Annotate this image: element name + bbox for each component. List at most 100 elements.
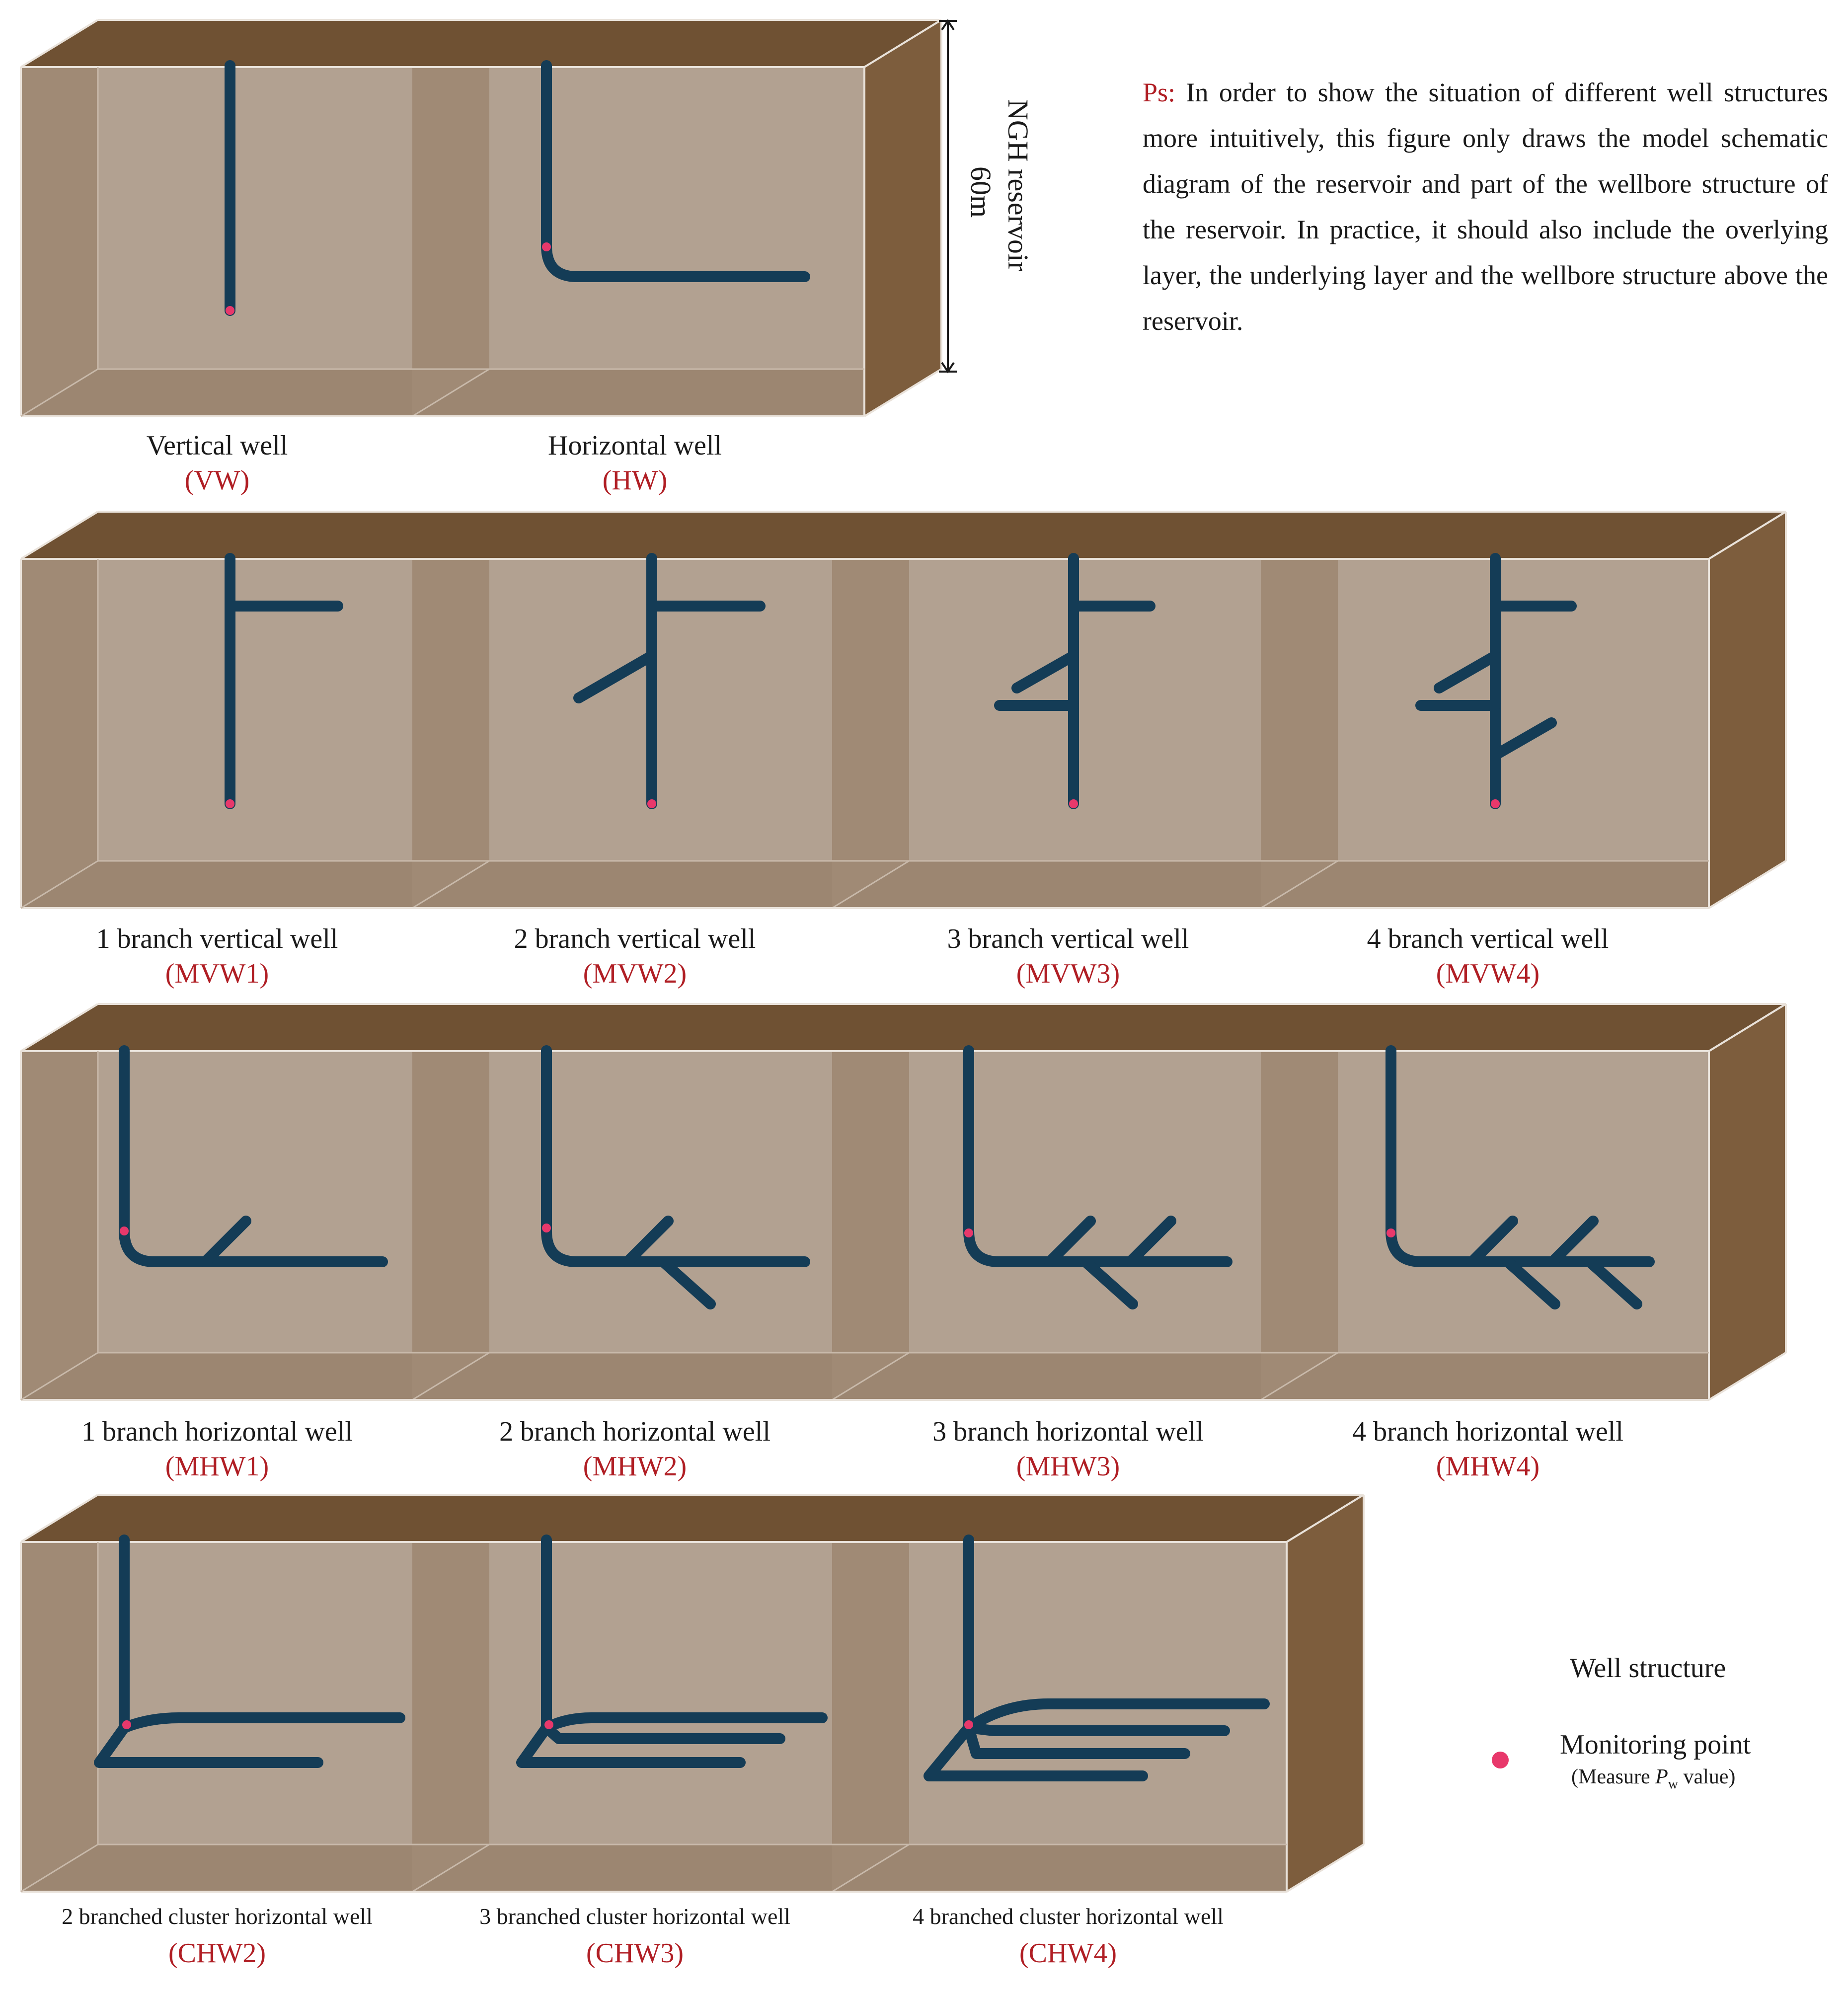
legend-monitoring-point-swatch bbox=[1492, 1752, 1509, 1768]
monitor-point-vw bbox=[226, 306, 234, 315]
reservoir-edge bbox=[20, 511, 99, 560]
reservoir-edge bbox=[863, 19, 942, 68]
reservoir-side-face bbox=[1709, 512, 1786, 908]
well-code: (CHW3) bbox=[586, 1938, 684, 1969]
well-name: 1 branch horizontal well bbox=[81, 1416, 353, 1447]
dimension-label-reservoir: NGH reservoir bbox=[1002, 99, 1034, 271]
explanatory-note: Ps: In order to show the situation of di… bbox=[1143, 70, 1828, 344]
well-mvw1 bbox=[225, 553, 343, 809]
reservoir-partition-edge bbox=[832, 1843, 910, 1893]
well-code: (MVW4) bbox=[1436, 958, 1540, 989]
reservoir-top-face bbox=[21, 20, 941, 67]
well-name: 2 branch vertical well bbox=[514, 923, 756, 954]
reservoir-edge bbox=[1708, 511, 1787, 560]
legend: Well structure Monitoring point (Measure… bbox=[1455, 1653, 1751, 1792]
well-code: (MVW3) bbox=[1016, 958, 1120, 989]
well-code: (MHW2) bbox=[583, 1451, 687, 1482]
well-name: 3 branch vertical well bbox=[947, 923, 1189, 954]
well-code: (MHW4) bbox=[1436, 1451, 1540, 1482]
well-name: Horizontal well bbox=[548, 430, 722, 461]
monitor-point-mvw3 bbox=[1069, 799, 1078, 808]
monitor-point-chw3 bbox=[544, 1720, 553, 1729]
reservoir-inner-left-wall bbox=[21, 1542, 98, 1892]
reservoir-edge bbox=[1708, 1003, 1787, 1052]
reservoir-top-face bbox=[21, 1495, 1364, 1542]
reservoir-partition-edge bbox=[1260, 860, 1338, 909]
reservoir-edge bbox=[20, 19, 99, 68]
reservoir-partition-edge bbox=[832, 860, 910, 909]
reservoir-edge bbox=[1286, 1494, 1365, 1543]
reservoir-side-face bbox=[1287, 1495, 1364, 1892]
reservoir-partition-edge bbox=[412, 860, 490, 909]
well-code: (MVW1) bbox=[165, 958, 269, 989]
well-name: 4 branch horizontal well bbox=[1352, 1416, 1623, 1447]
well-code: (HW) bbox=[603, 465, 668, 496]
well-name: 1 branch vertical well bbox=[96, 923, 338, 954]
note-text: In order to show the situation of differ… bbox=[1143, 77, 1829, 336]
reservoir-edge bbox=[1708, 1352, 1787, 1401]
well-name: 3 branched cluster horizontal well bbox=[479, 1904, 790, 1929]
well-chw4 bbox=[924, 1535, 1270, 1781]
well-labels: Vertical well (VW) Horizontal well (HW) … bbox=[62, 430, 1623, 1969]
well-name: 2 branched cluster horizontal well bbox=[62, 1904, 373, 1929]
reservoir-partition-band bbox=[412, 67, 489, 416]
monitor-point-mvw2 bbox=[647, 799, 656, 808]
reservoir-partition-band bbox=[412, 1051, 489, 1400]
reservoir-edge bbox=[20, 1352, 98, 1401]
well-mvw3 bbox=[994, 553, 1155, 809]
well-code: (MVW2) bbox=[583, 958, 687, 989]
reservoir-inner-left-wall bbox=[21, 1051, 98, 1400]
reservoir-partition-band bbox=[1261, 1051, 1338, 1400]
reservoir-edge bbox=[20, 860, 98, 909]
reservoir-top-face bbox=[21, 1004, 1786, 1051]
reservoir-partition-band bbox=[412, 559, 489, 908]
reservoir-edge bbox=[20, 368, 98, 417]
monitor-point-hw bbox=[542, 242, 551, 251]
monitor-point-chw2 bbox=[122, 1720, 131, 1729]
well-mvw4 bbox=[1415, 553, 1577, 809]
legend-monitoring-point-label: Monitoring point bbox=[1560, 1729, 1751, 1760]
legend-well-structure-label: Well structure bbox=[1570, 1653, 1726, 1684]
reservoir-inner-floor bbox=[21, 1844, 1287, 1892]
reservoir-edge bbox=[1708, 860, 1787, 909]
legend-monitoring-point-note: (Measure Pw value) bbox=[1571, 1766, 1735, 1792]
monitor-point-mhw3 bbox=[964, 1228, 973, 1237]
well-name: 4 branch vertical well bbox=[1367, 923, 1609, 954]
monitor-point-chw4 bbox=[964, 1720, 973, 1729]
well-code: (MHW3) bbox=[1016, 1451, 1120, 1482]
reservoir-edge bbox=[20, 1494, 99, 1543]
dimension-label-thickness: 60m bbox=[965, 166, 997, 218]
monitor-point-mhw2 bbox=[542, 1224, 551, 1232]
reservoir-partition-edge bbox=[412, 368, 490, 417]
reservoir-top-face bbox=[21, 512, 1786, 559]
reservoir-partition-band bbox=[1261, 559, 1338, 908]
well-name: Vertical well bbox=[147, 430, 288, 461]
well-structures bbox=[94, 60, 1655, 1781]
well-code: (CHW2) bbox=[168, 1938, 266, 1969]
reservoir-edge bbox=[20, 1003, 99, 1052]
monitoring-points bbox=[120, 242, 1500, 1729]
reservoir-partition-band bbox=[832, 559, 909, 908]
well-name: 4 branched cluster horizontal well bbox=[913, 1904, 1224, 1929]
reservoir-partition-edge bbox=[1260, 1352, 1338, 1401]
reservoir-edge bbox=[1286, 1843, 1365, 1893]
reservoir-side-face bbox=[1709, 1004, 1786, 1400]
monitor-point-mhw4 bbox=[1386, 1228, 1395, 1237]
reservoir-partition-band bbox=[832, 1542, 909, 1892]
reservoir-inner-left-wall bbox=[21, 559, 98, 908]
monitor-point-mvw4 bbox=[1491, 799, 1500, 808]
reservoir-partition-band bbox=[832, 1051, 909, 1400]
reservoir-inner-left-wall bbox=[21, 67, 98, 416]
well-code: (CHW4) bbox=[1019, 1938, 1117, 1969]
well-code: (VW) bbox=[185, 465, 250, 496]
reservoir-side-face bbox=[864, 20, 941, 416]
reservoir-edge bbox=[20, 1843, 98, 1893]
reservoir-partition-band bbox=[412, 1542, 489, 1892]
monitor-point-mvw1 bbox=[226, 799, 234, 808]
reservoir-partition-edge bbox=[832, 1352, 910, 1401]
reservoir-edge bbox=[863, 368, 942, 417]
well-name: 3 branch horizontal well bbox=[932, 1416, 1204, 1447]
well-name: 2 branch horizontal well bbox=[499, 1416, 770, 1447]
reservoir-thickness-dimension: NGH reservoir 60m bbox=[939, 19, 1034, 374]
